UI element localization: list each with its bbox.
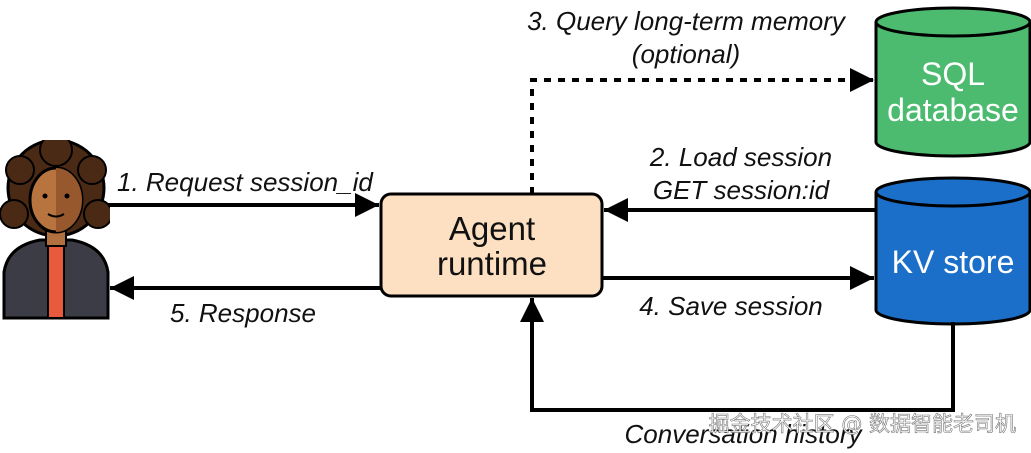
agent-runtime-label-line1: Agent	[449, 210, 535, 247]
sql-database-label-line2: database	[887, 92, 1019, 128]
kv-store-node: KV store	[874, 176, 1031, 326]
watermark: 掘金技术社区 @ 数据智能老司机	[709, 412, 1016, 436]
conversation-history-label: Conversation history	[625, 419, 864, 449]
agent-runtime-node: Agent runtime	[379, 192, 604, 298]
query-memory-arrow	[530, 68, 874, 194]
request-label: 1. Request session_id	[117, 167, 374, 197]
agent-runtime-label-line2: runtime	[437, 245, 547, 282]
query-memory-label-line1: 3. Query long-term memory	[527, 6, 847, 36]
query-memory-label-line2: (optional)	[632, 39, 740, 69]
kv-store-label: KV store	[892, 244, 1015, 280]
sql-database-label-line1: SQL	[921, 56, 985, 92]
history-arrow	[520, 298, 955, 412]
load-session-label-line2: GET session:id	[653, 175, 831, 205]
response-label: 5. Response	[170, 298, 316, 328]
user-avatar-icon	[0, 140, 110, 320]
sql-database-node: SQL database	[874, 6, 1031, 158]
load-session-label-line1: 2. Load session	[649, 142, 832, 172]
save-session-label: 4. Save session	[639, 291, 823, 321]
